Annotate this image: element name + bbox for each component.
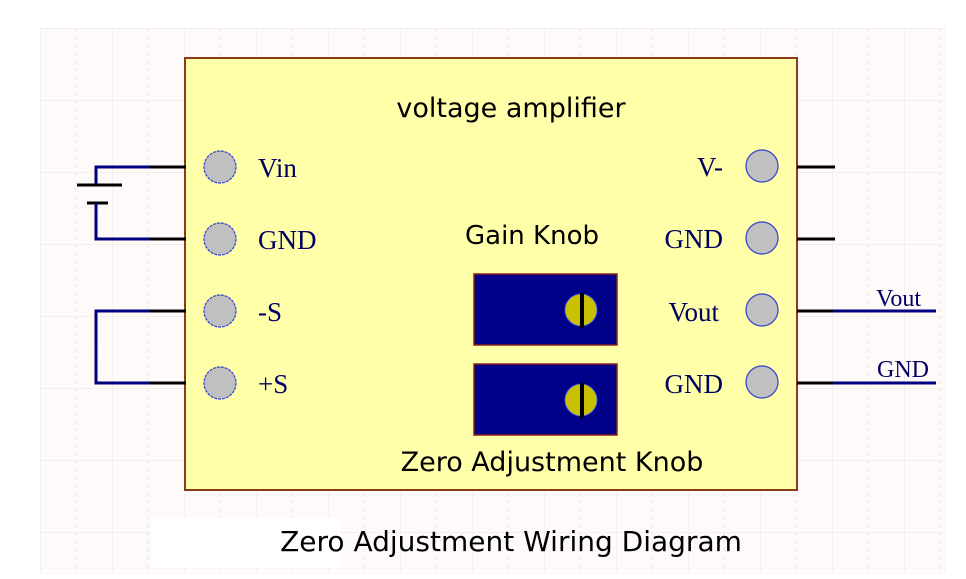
pin-pad: [745, 293, 779, 327]
right-pin-gnd-2[interactable]: GND: [665, 365, 834, 399]
caption-background: [151, 518, 341, 568]
battery-symbol: [77, 165, 150, 241]
right-pin-gnd-1[interactable]: GND: [665, 221, 836, 255]
right-pin-vout[interactable]: Vout: [668, 293, 833, 327]
left-pin-plus-s[interactable]: +S: [150, 366, 288, 400]
battery-negative-wire: [94, 203, 150, 241]
pin-label: V-: [697, 152, 723, 182]
pin-label: +S: [258, 369, 288, 399]
module-title: voltage amplifier: [396, 93, 626, 124]
pin-label: Vin: [258, 153, 297, 183]
left-pin-vin[interactable]: Vin: [150, 150, 297, 184]
left-pin-gnd[interactable]: GND: [150, 222, 317, 256]
gain-knob-label: Gain Knob: [465, 221, 599, 251]
gnd-net-label: GND: [877, 357, 929, 383]
pin-pad: [203, 150, 237, 184]
battery-positive-wire: [94, 165, 150, 185]
pin-pad: [745, 365, 779, 399]
right-pin-v-minus[interactable]: V-: [697, 149, 835, 183]
zero-knob[interactable]: [473, 363, 618, 436]
gnd-net: GND: [833, 357, 936, 385]
zero-knob-label: Zero Adjustment Knob: [401, 447, 704, 478]
vout-net-label: Vout: [876, 286, 921, 312]
pin-pad: [745, 221, 779, 255]
pin-label: GND: [665, 224, 724, 254]
sense-short-wire: [94, 309, 150, 385]
pin-label: GND: [665, 369, 724, 399]
pin-label: GND: [258, 225, 317, 255]
pin-pad: [203, 366, 237, 400]
pin-label: -S: [258, 297, 282, 327]
pin-pad: [203, 222, 237, 256]
pin-pad: [203, 294, 237, 328]
pin-pad: [745, 149, 779, 183]
diagram-caption: Zero Adjustment Wiring Diagram: [280, 525, 742, 558]
left-pin-minus-s[interactable]: -S: [150, 294, 282, 328]
gain-knob[interactable]: [473, 273, 618, 346]
pin-label: Vout: [668, 297, 719, 327]
vout-net: Vout: [833, 286, 936, 313]
